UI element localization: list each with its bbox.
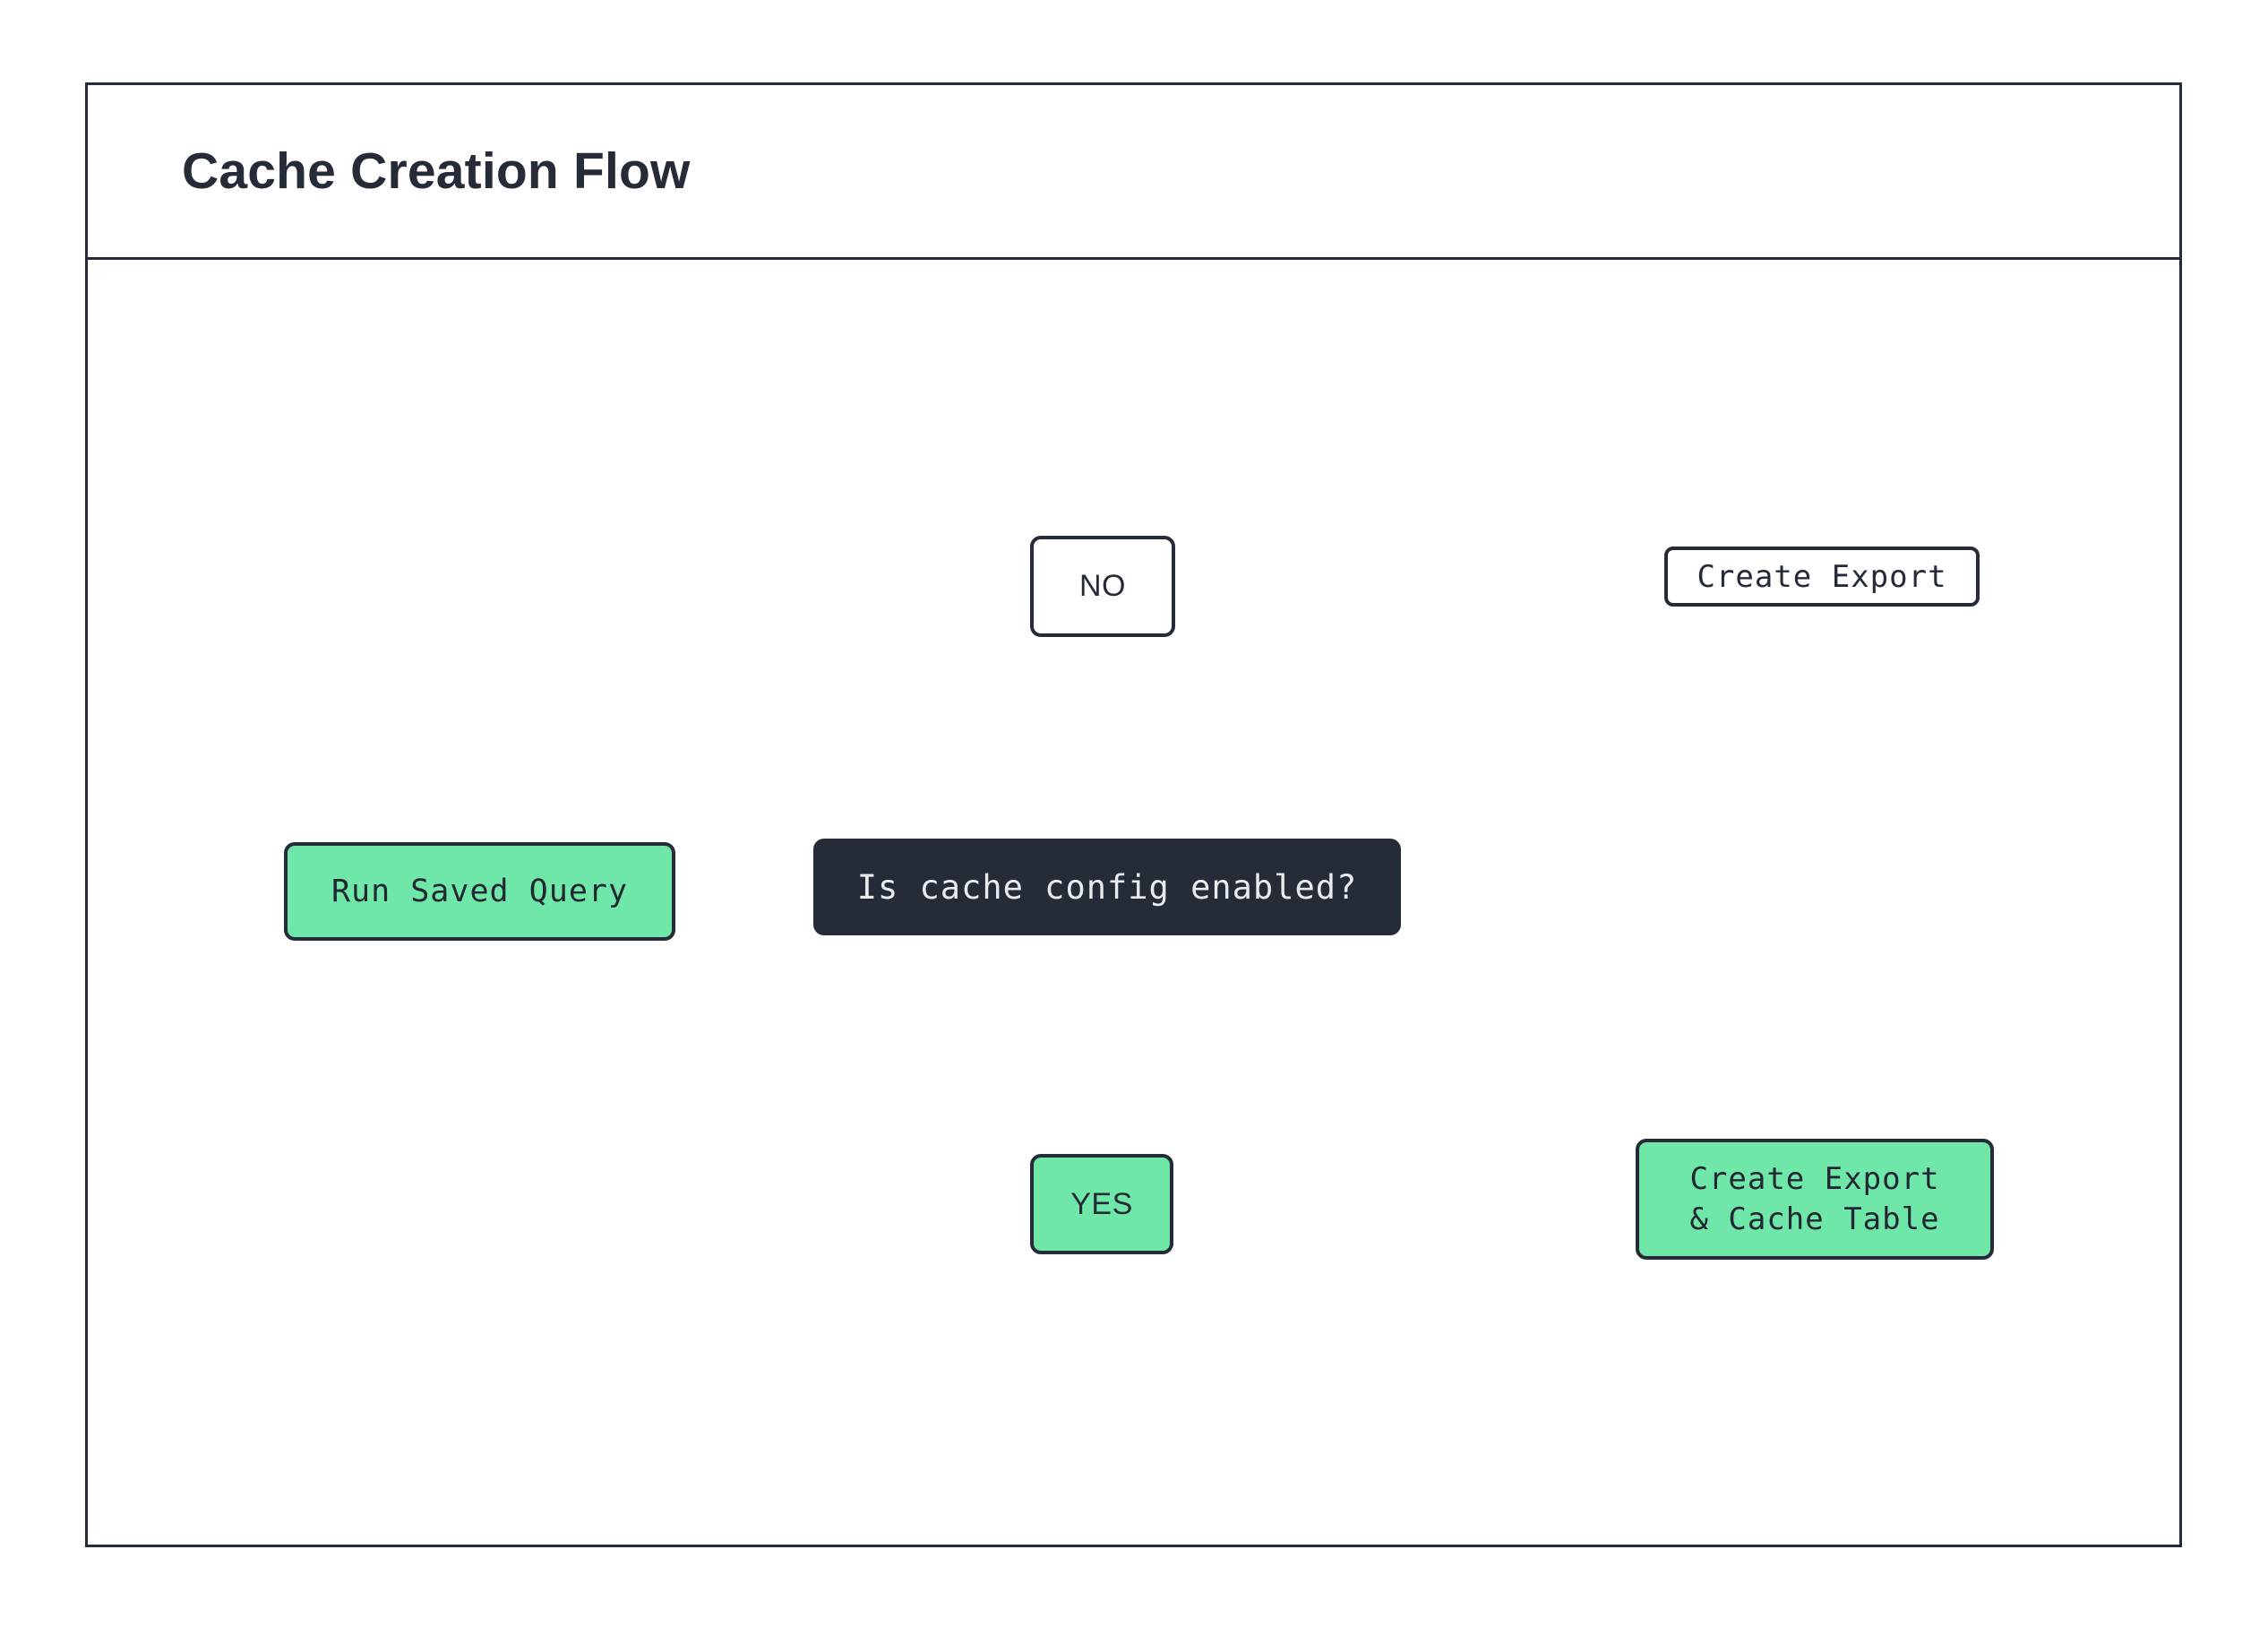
edge-label-yes[interactable]: YES <box>1030 1154 1173 1254</box>
node-create-export[interactable]: Create Export <box>1664 547 1980 607</box>
node-decision-is-cache-config-enabled[interactable]: Is cache config enabled? <box>813 839 1401 935</box>
edge-label-no[interactable]: NO <box>1030 536 1175 637</box>
node-create-export-cache-line1: Create Export <box>1689 1160 1940 1197</box>
diagram-header: Cache Creation Flow <box>88 85 2179 260</box>
page-title: Cache Creation Flow <box>182 142 691 200</box>
node-create-export-cache-line2: & Cache Table <box>1689 1201 1940 1237</box>
node-run-saved-query[interactable]: Run Saved Query <box>284 842 675 941</box>
node-create-export-and-cache-table[interactable]: Create Export & Cache Table <box>1636 1139 1994 1260</box>
diagram-frame: Cache Creation Flow <box>85 82 2182 1547</box>
